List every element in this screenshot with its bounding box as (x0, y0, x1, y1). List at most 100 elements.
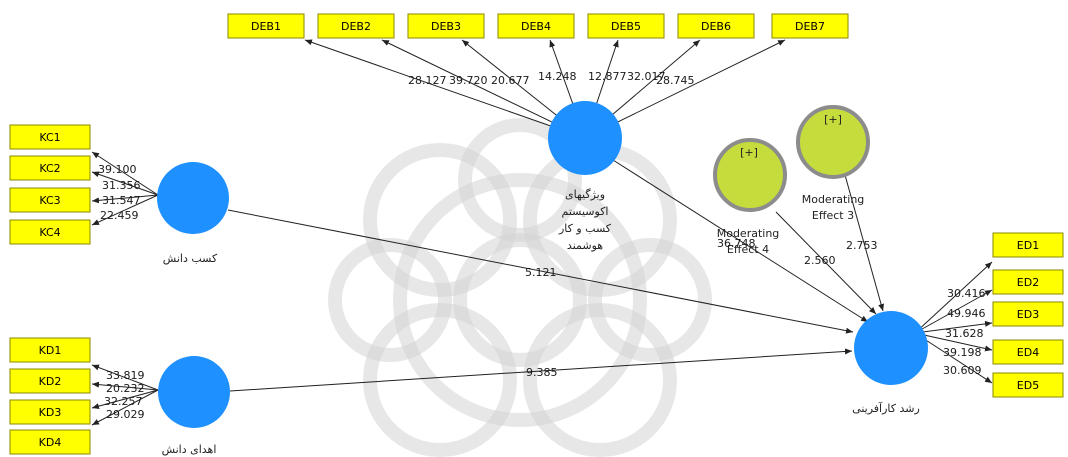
arrow-ed5 (914, 332, 993, 384)
label-moderating-3-line1: Moderating (802, 193, 865, 206)
arrow-kc3 (91, 194, 159, 204)
arrow-ed4 (914, 332, 993, 352)
arrow-kc2 (91, 171, 159, 196)
indicator-kd3[interactable]: KD3 (9, 399, 91, 425)
indicator-ed4[interactable]: ED4 (992, 339, 1064, 365)
loading-ed4: 39.198 (943, 346, 982, 359)
path-deb-to-ed (612, 159, 869, 323)
indicator-deb5[interactable]: DEB5 (587, 13, 665, 39)
loading-kd2: 20.232 (106, 382, 145, 395)
label-ecosystem-line2: اکوسیستم (562, 205, 609, 218)
label-ecosystem-line3: کسب و کار (558, 222, 612, 235)
construct-knowledge-acquisition[interactable] (157, 162, 229, 234)
construct-moderating-effect-3[interactable] (796, 105, 870, 179)
expand-marker-4[interactable]: [+] (740, 146, 758, 159)
structural-paths (227, 159, 885, 392)
watermark-logo (328, 118, 712, 457)
arrow-kd1 (91, 364, 159, 391)
indicator-deb6[interactable]: DEB6 (677, 13, 755, 39)
path-mod3-to-ed (844, 174, 885, 312)
outer-loadings: 28.127 39.720 20.677 14.248 12.877 32.01… (98, 70, 986, 421)
label-entrepreneurial-growth: رشد کارآفرینی (852, 401, 920, 415)
indicator-deb1[interactable]: DEB1 (227, 13, 305, 39)
indicator-ed3[interactable]: ED3 (992, 301, 1064, 327)
loading-deb1: 28.127 (408, 74, 447, 87)
moderating-constructs: [+] [+] (713, 105, 870, 212)
arrow-kd4 (91, 389, 159, 426)
loading-ed2: 49.946 (947, 307, 986, 320)
svg-text:DEB6: DEB6 (701, 20, 731, 33)
arrow-deb1 (304, 39, 586, 139)
construct-knowledge-donation[interactable] (158, 356, 230, 428)
indicator-kd1[interactable]: KD1 (9, 337, 91, 363)
indicator-deb2[interactable]: DEB2 (317, 13, 395, 39)
arrow-kd2 (91, 381, 159, 391)
arrow-deb7 (584, 39, 786, 139)
expand-marker-3[interactable]: [+] (824, 113, 842, 126)
loading-kd3: 32.257 (104, 395, 143, 408)
svg-text:ED2: ED2 (1017, 276, 1039, 289)
indicator-kc4[interactable]: KC4 (9, 219, 91, 245)
svg-text:DEB1: DEB1 (251, 20, 281, 33)
label-moderating-4-line2: Effect 4 (727, 243, 769, 256)
indicator-kd2[interactable]: KD2 (9, 368, 91, 394)
deb-indicators: DEB1 DEB2 DEB3 DEB4 DEB5 DEB6 DEB7 (227, 13, 849, 39)
loading-kd4: 29.029 (106, 408, 145, 421)
svg-text:KC1: KC1 (39, 131, 60, 144)
path-coefficients: 5.121 9.385 36.748 2.560 2.753 (525, 237, 878, 379)
indicator-kc1[interactable]: KC1 (9, 124, 91, 150)
loading-deb3: 20.677 (491, 74, 530, 87)
indicator-ed1[interactable]: ED1 (992, 232, 1064, 258)
arrow-ed3 (914, 320, 993, 334)
coef-kc-to-ed: 5.121 (525, 266, 557, 279)
construct-smart-business-ecosystem[interactable] (548, 101, 622, 175)
svg-text:DEB2: DEB2 (341, 20, 371, 33)
loading-deb4: 14.248 (538, 70, 577, 83)
svg-text:KD3: KD3 (39, 406, 62, 419)
coef-mod4-to-ed: 2.560 (804, 254, 836, 267)
svg-text:DEB4: DEB4 (521, 20, 551, 33)
loading-kd1: 33.819 (106, 369, 145, 382)
coef-kd-to-ed: 9.385 (526, 366, 558, 379)
loading-deb6: 32.017 (627, 70, 666, 83)
construct-moderating-effect-4[interactable] (713, 138, 787, 212)
loading-deb2: 39.720 (449, 74, 488, 87)
path-kc-to-ed (227, 209, 854, 334)
svg-text:ED3: ED3 (1017, 308, 1039, 321)
svg-text:KC3: KC3 (39, 194, 60, 207)
loading-kc4: 22.459 (100, 209, 139, 222)
coef-deb-to-ed: 36.748 (717, 237, 756, 250)
label-knowledge-acquisition: کسب دانش (163, 252, 218, 265)
indicator-deb4[interactable]: DEB4 (497, 13, 575, 39)
svg-text:ED5: ED5 (1017, 379, 1039, 392)
indicator-ed2[interactable]: ED2 (992, 269, 1064, 295)
svg-text:KC2: KC2 (39, 162, 60, 175)
path-kd-to-ed (229, 348, 853, 392)
svg-text:DEB5: DEB5 (611, 20, 641, 33)
coef-mod3-to-ed: 2.753 (846, 239, 878, 252)
loading-kc2: 31.356 (102, 179, 141, 192)
construct-entrepreneurial-growth[interactable] (854, 311, 928, 385)
indicator-kc2[interactable]: KC2 (9, 155, 91, 181)
latent-constructs (157, 101, 928, 428)
label-moderating-4-line1: Moderating (717, 227, 780, 240)
svg-text:KD1: KD1 (39, 344, 62, 357)
kd-indicators: KD1 KD2 KD3 KD4 (9, 337, 91, 455)
arrow-ed2 (914, 289, 993, 334)
indicator-kc3[interactable]: KC3 (9, 187, 91, 213)
path-mod4-to-ed (775, 211, 877, 315)
indicator-kd4[interactable]: KD4 (9, 429, 91, 455)
indicator-deb3[interactable]: DEB3 (407, 13, 485, 39)
kc-indicators: KC1 KC2 KC3 KC4 (9, 124, 91, 245)
label-knowledge-donation: اهدای دانش (162, 443, 217, 456)
loading-deb7: 28.745 (656, 74, 695, 87)
arrow-deb2 (381, 39, 586, 139)
indicator-ed5[interactable]: ED5 (992, 372, 1064, 398)
arrow-kc1 (91, 151, 159, 196)
svg-text:DEB3: DEB3 (431, 20, 461, 33)
svg-text:KC4: KC4 (39, 226, 60, 239)
indicator-deb7[interactable]: DEB7 (771, 13, 849, 39)
loading-kc3: 31.547 (102, 194, 141, 207)
